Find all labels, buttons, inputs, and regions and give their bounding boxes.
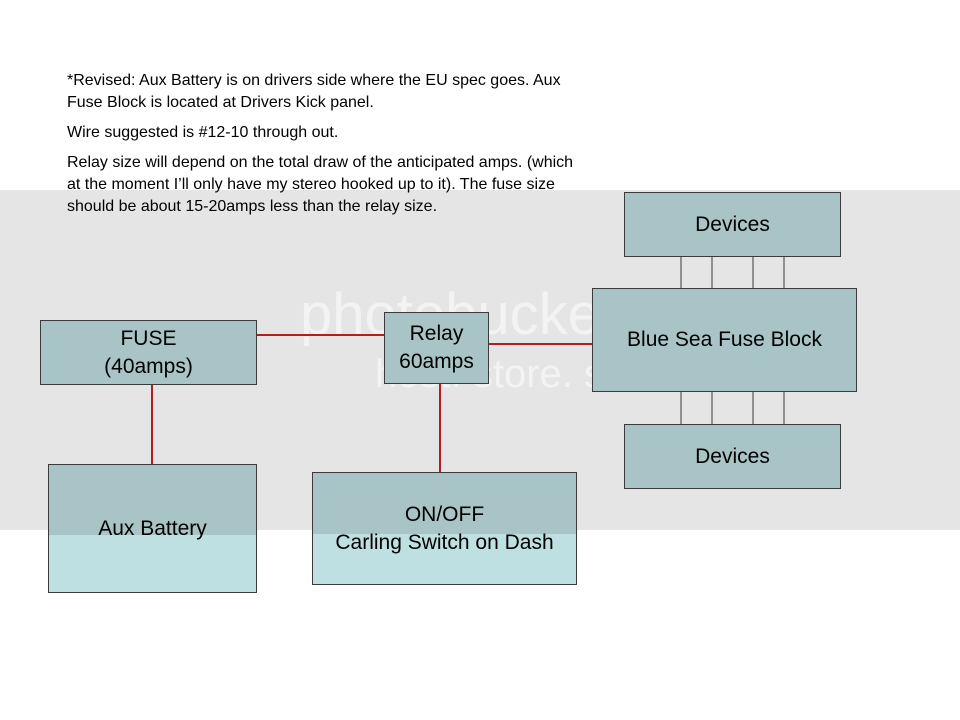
- switch-box: ON/OFF Carling Switch on Dash: [312, 472, 577, 585]
- devices-top-label: Devices: [695, 212, 770, 236]
- note-revised: *Revised: Aux Battery is on drivers side…: [67, 72, 561, 111]
- fuse-rating: (40amps): [104, 354, 193, 378]
- fuse-label: FUSE: [120, 326, 177, 350]
- notes: *Revised: Aux Battery is on drivers side…: [67, 70, 587, 226]
- relay-rating: 60amps: [399, 350, 474, 373]
- switch-label: ON/OFF: [404, 502, 485, 526]
- relay-box: Relay 60amps: [384, 312, 489, 384]
- fuse-block-label: Blue Sea Fuse Block: [627, 328, 822, 351]
- devices-bottom-label: Devices: [695, 444, 770, 468]
- switch-description: Carling Switch on Dash: [335, 530, 554, 554]
- note-wire: Wire suggested is #12-10 through out.: [67, 124, 339, 141]
- devices-top-box: Devices: [624, 192, 841, 257]
- relay-label: Relay: [409, 322, 464, 345]
- battery-box: Aux Battery: [48, 464, 257, 593]
- fuse-block-box: Blue Sea Fuse Block: [592, 288, 857, 392]
- fuse-box: FUSE (40amps): [40, 320, 257, 385]
- devices-bottom-box: Devices: [624, 424, 841, 489]
- battery-label: Aux Battery: [98, 516, 207, 540]
- note-relay: Relay size will depend on the total draw…: [67, 154, 574, 215]
